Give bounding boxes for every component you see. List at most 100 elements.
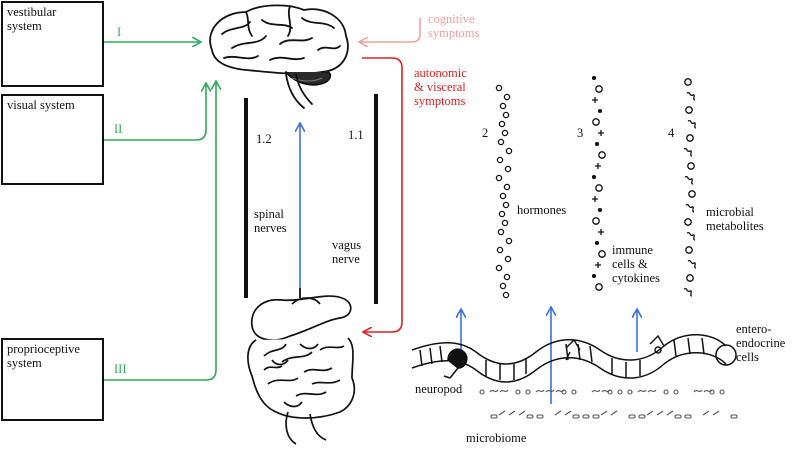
- bacterium: [638, 414, 646, 419]
- immune-cells-label: immune cells & cytokines: [612, 243, 660, 285]
- bacterium: [607, 389, 613, 395]
- immune-particle: [598, 130, 604, 136]
- hormone-particle: [498, 120, 506, 128]
- immune-particle: [592, 118, 600, 126]
- immune-particle: [595, 163, 601, 169]
- microbial-metabolites-label: microbial metabolites: [706, 205, 764, 233]
- vagus-nerve-label: vagus nerve: [332, 238, 362, 266]
- bacterium: [702, 410, 710, 416]
- autonomic-symptoms-arrow: [362, 57, 403, 332]
- immune-particle: [597, 108, 603, 114]
- sensory-input-arrows: [104, 42, 216, 381]
- hormone-particle: [498, 210, 506, 218]
- hormone-particle: [504, 255, 512, 263]
- visual-system-label: visual system: [7, 98, 75, 112]
- hormone-particle: [497, 138, 505, 146]
- immune-particle: [597, 207, 603, 213]
- immune-particle: [594, 141, 600, 147]
- hormone-particle: [495, 264, 503, 272]
- hormone-particle: [503, 183, 511, 191]
- bacterium: [498, 410, 506, 416]
- immune-particle: [598, 250, 606, 258]
- gut-epithelium: [411, 334, 737, 383]
- metabolite-particle: [684, 78, 692, 86]
- bacterium: [712, 410, 720, 416]
- bacterium: [674, 414, 682, 419]
- hormone-particle: [505, 237, 513, 245]
- hormone-particle: [502, 201, 510, 209]
- metabolite-particle: [687, 162, 695, 170]
- bacterium: [561, 389, 567, 395]
- metabolite-particle: [683, 287, 693, 297]
- hormone-particle: [503, 273, 511, 281]
- bacterium: [535, 389, 545, 393]
- bacterium: [515, 389, 521, 395]
- metabolite-particle: [684, 218, 692, 226]
- gut-illustration: [247, 288, 356, 445]
- bacterium: [693, 389, 703, 393]
- bacterium: [684, 414, 692, 419]
- hormone-particle: [499, 192, 507, 200]
- metabolite-particle: [687, 119, 697, 129]
- bacterium: [601, 389, 611, 393]
- roman-numeral-vestibular: I: [117, 25, 122, 39]
- immune-particle: [598, 229, 604, 235]
- metabolite-particle: [685, 246, 693, 254]
- hormones-number: 2: [482, 126, 489, 140]
- hormone-particle: [496, 156, 504, 164]
- bacterium: [646, 410, 654, 416]
- proprioceptive-system-box: proprioceptive system: [1, 338, 104, 421]
- immune-particle: [592, 196, 598, 202]
- immune-particle: [598, 151, 606, 159]
- microbiome-label: microbiome: [466, 431, 527, 445]
- metabolite-particle: [685, 106, 693, 114]
- hormone-particle: [504, 165, 512, 173]
- spinal-nerves-label: spinal nerves: [254, 207, 287, 235]
- bacterium: [637, 389, 647, 393]
- bacterium: [600, 410, 608, 416]
- hormone-particle: [495, 174, 503, 182]
- visual-system-box: visual system: [1, 94, 104, 185]
- immune-particle: [591, 273, 597, 279]
- bacterium: [554, 410, 562, 416]
- hormone-particle: [502, 111, 510, 119]
- bacterium: [582, 414, 590, 419]
- bacterium: [627, 389, 633, 395]
- enteroendocrine-cells: [565, 334, 665, 361]
- metabolite-particle: [686, 231, 696, 241]
- hormone-particle: [505, 147, 513, 155]
- hormone-particle: [503, 93, 511, 101]
- metabolite-particle: [683, 147, 693, 157]
- bacterium: [499, 389, 509, 393]
- immune-particle: [594, 240, 600, 246]
- metabolite-particle: [684, 175, 694, 185]
- bacterium: [479, 389, 485, 395]
- roman-numeral-visual: II: [114, 122, 123, 136]
- cognitive-symptoms-label: cognitive symptoms: [428, 12, 480, 40]
- bacterium: [592, 414, 600, 419]
- immune-particle: [595, 184, 603, 192]
- bacterium: [709, 389, 715, 395]
- hormone-particle: [499, 282, 507, 290]
- hormone-particle: [496, 246, 504, 254]
- enteroendocrine-label: entero- endocrine cells: [736, 322, 786, 364]
- hormone-particle: [497, 228, 505, 236]
- hormone-particle: [502, 291, 510, 299]
- vagus-pathway-number: 1.1: [348, 128, 364, 142]
- bacterium: [525, 389, 531, 395]
- bacterium: [628, 414, 636, 419]
- roman-numeral-proprioceptive: III: [114, 362, 127, 376]
- immune-number: 3: [577, 126, 584, 140]
- immune-particle: [595, 283, 603, 291]
- microbial-number: 4: [668, 126, 675, 140]
- autonomic-symptoms-label: autonomic & visceral symptoms: [414, 66, 467, 108]
- immune-particle: [595, 262, 601, 268]
- bacterium: [518, 410, 526, 416]
- bacterium: [610, 410, 618, 416]
- neuropod-cell: [443, 348, 468, 379]
- hormone-particle: [495, 84, 503, 92]
- immune-particle: [595, 85, 603, 93]
- bacterium: [572, 414, 580, 419]
- bacterium: [730, 414, 738, 419]
- hormone-particle: [501, 219, 509, 227]
